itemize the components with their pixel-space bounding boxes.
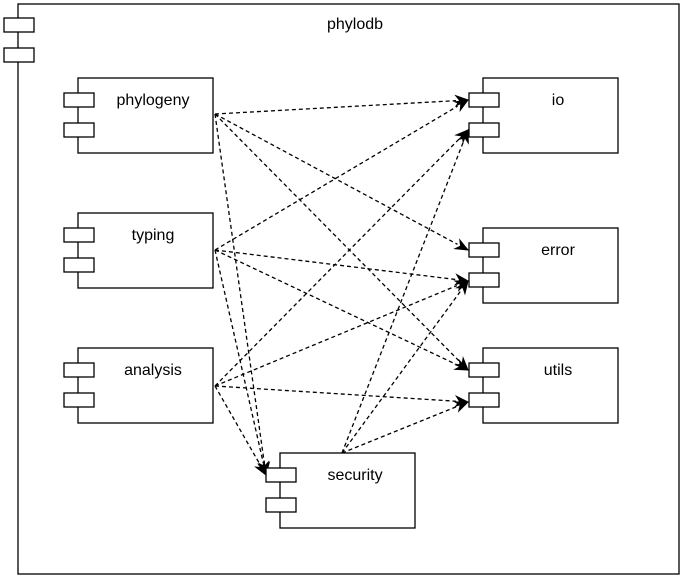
dependency-line: [341, 290, 462, 454]
dependency-line: [214, 113, 458, 245]
package-label: phylodb: [327, 16, 383, 33]
arrowhead-icon: [455, 279, 469, 296]
component-box: [77, 347, 214, 424]
component-io[interactable]: io: [468, 77, 619, 154]
arrowhead-icon: [453, 238, 470, 251]
component-security[interactable]: security: [265, 452, 416, 529]
package-port-top: [3, 17, 35, 33]
component-port-bottom: [265, 497, 297, 513]
component-port-bottom: [468, 392, 500, 408]
component-box: [77, 212, 214, 289]
dependency-line: [214, 100, 457, 115]
arrowhead-icon: [457, 128, 469, 145]
arrowhead-icon: [453, 358, 470, 371]
dependency-line: [214, 105, 459, 251]
component-port-top: [63, 92, 95, 108]
dependency-security-to-utils: [341, 401, 470, 454]
package-port-bottom: [3, 47, 35, 63]
component-analysis[interactable]: analysis: [63, 347, 214, 424]
component-label: analysis: [124, 362, 182, 379]
component-error[interactable]: error: [468, 227, 619, 304]
component-box: [482, 227, 619, 304]
component-box: [279, 452, 416, 529]
dependency-line: [214, 249, 264, 464]
dependency-line: [214, 284, 458, 387]
dependency-security-to-error: [341, 279, 469, 454]
dependency-line: [214, 138, 461, 387]
arrowhead-icon: [253, 460, 267, 477]
component-port-bottom: [63, 122, 95, 138]
component-label: utils: [544, 362, 572, 379]
arrowhead-icon: [453, 99, 470, 113]
component-box: [482, 347, 619, 424]
component-box: [482, 77, 619, 154]
component-label: error: [541, 242, 575, 259]
dependency-security-to-io: [341, 128, 469, 454]
dependency-line: [214, 249, 458, 366]
component-port-bottom: [468, 122, 500, 138]
dependency-line: [214, 385, 457, 402]
component-port-top: [63, 362, 95, 378]
dependency-phylogeny-to-error: [214, 113, 470, 251]
component-port-top: [468, 92, 500, 108]
dependency-analysis-to-security: [214, 385, 267, 477]
dependency-edges: [214, 94, 470, 477]
component-port-top: [265, 467, 297, 483]
component-port-top: [468, 242, 500, 258]
component-port-top: [63, 227, 95, 243]
component-port-bottom: [63, 392, 95, 408]
dependency-typing-to-io: [214, 99, 470, 251]
component-label: typing: [132, 227, 175, 244]
dependency-line: [214, 385, 261, 465]
dependency-line: [214, 113, 265, 464]
component-box: [77, 77, 214, 154]
component-label: security: [327, 467, 382, 484]
component-label: phylogeny: [117, 92, 190, 109]
component-port-bottom: [63, 257, 95, 273]
component-port-top: [468, 362, 500, 378]
component-phylogeny[interactable]: phylogeny: [63, 77, 214, 154]
dependency-typing-to-utils: [214, 249, 470, 371]
dependency-line: [214, 113, 461, 362]
arrowhead-icon: [453, 401, 470, 413]
component-port-bottom: [468, 272, 500, 288]
component-utils[interactable]: utils: [468, 347, 619, 424]
component-label: io: [552, 92, 565, 109]
component-typing[interactable]: typing: [63, 212, 214, 289]
